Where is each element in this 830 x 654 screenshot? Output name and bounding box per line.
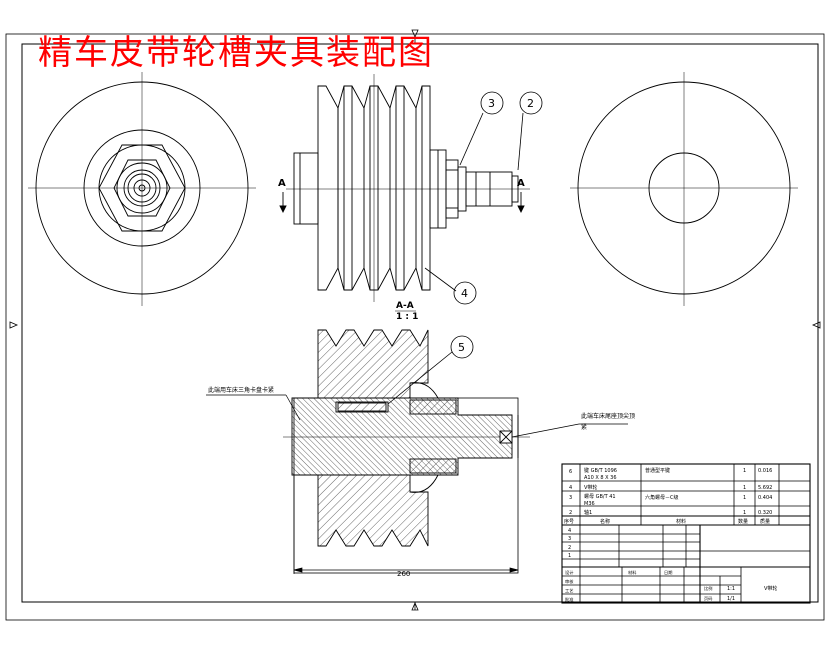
bom-row-3-no: 3 [569,495,572,501]
bom-header-name: 名称 [600,518,610,525]
tb-approve: 批准 [565,596,573,603]
balloon-3: 3 [488,97,495,110]
section-label: A-A [396,301,414,311]
bom-row-3-name: 螺母 GB/T 41 [584,493,616,500]
tb-scale: 1:1 [727,586,735,592]
bom-row-3-mass: 0.404 [758,495,772,501]
bom-row-6-name: 键 GB/T 1096 [584,467,617,474]
bom-row-2-mass: 0.320 [758,510,772,516]
bom-row-3-qty: 1 [743,495,746,501]
title-block-lines [561,463,811,604]
bom-header-mass: 质量 [760,518,770,525]
bom-row-2-qty: 1 [743,510,746,516]
balloon-4: 4 [461,287,468,300]
bom-row-6-no: 6 [569,469,572,475]
revision-row-4: 4 [568,528,571,534]
revision-row-1: 1 [568,553,571,559]
drawing-title: 精车皮带轮槽夹具装配图 [38,33,434,73]
section-markers [279,192,525,214]
right-end-view [570,72,798,306]
bom-row-6-mass: 0.016 [758,468,772,474]
bom-row-4-mass: 5.692 [758,485,772,491]
bom-row-2-name: 轴1 [584,509,592,516]
bom-row-3-name2: M36 [584,501,595,507]
dimension-line [293,476,519,574]
balloon-5: 5 [458,341,465,354]
bom-header-qty: 数量 [738,518,748,525]
note-right-line1: 此端车床尾座顶尖顶 [581,412,635,420]
tb-material-label: 材料 [628,569,637,576]
revision-row-2: 2 [568,545,571,551]
section-scale: 1 : 1 [396,312,418,322]
tb-scale-label: 比例 [704,585,712,592]
front-view [286,74,530,302]
tb-design: 设计 [565,569,573,576]
bom-row-4-qty: 1 [743,485,746,491]
bom-row-6-name2: A10 X 8 X 36 [584,475,617,481]
centering-marks [9,29,821,611]
note-leaders [206,394,628,438]
revision-row-3: 3 [568,536,571,542]
section-marker-left: A [278,178,286,189]
bom-row-2-no: 2 [569,510,572,516]
left-end-view [28,72,256,306]
note-left: 此端用车床三角卡盘卡紧 [208,386,274,394]
tb-sheet: 1/1 [727,596,735,602]
note-right-line2: 紧 [581,423,587,431]
tb-date-label: 日期 [664,570,672,576]
balloon-2: 2 [527,97,534,110]
tb-check: 审核 [565,578,574,585]
bom-row-4-name: V带轮 [584,484,597,491]
bom-row-6-material: 普通型平键 [645,467,670,474]
bom-row-4-no: 4 [569,485,572,491]
section-marker-right: A [517,178,525,189]
bom-row-3-material: 六角螺母－C级 [645,494,679,501]
section-view [283,329,530,574]
tb-sheet-label: 页码 [704,595,712,602]
bom-row-6-qty: 1 [743,468,746,474]
bom-header-material: 材料 [676,518,686,525]
bom-header-no: 序号 [564,518,574,525]
tb-process: 工艺 [565,588,573,593]
dimension-260: 260 [397,570,410,578]
tb-drawing-name: V带轮 [764,585,777,592]
